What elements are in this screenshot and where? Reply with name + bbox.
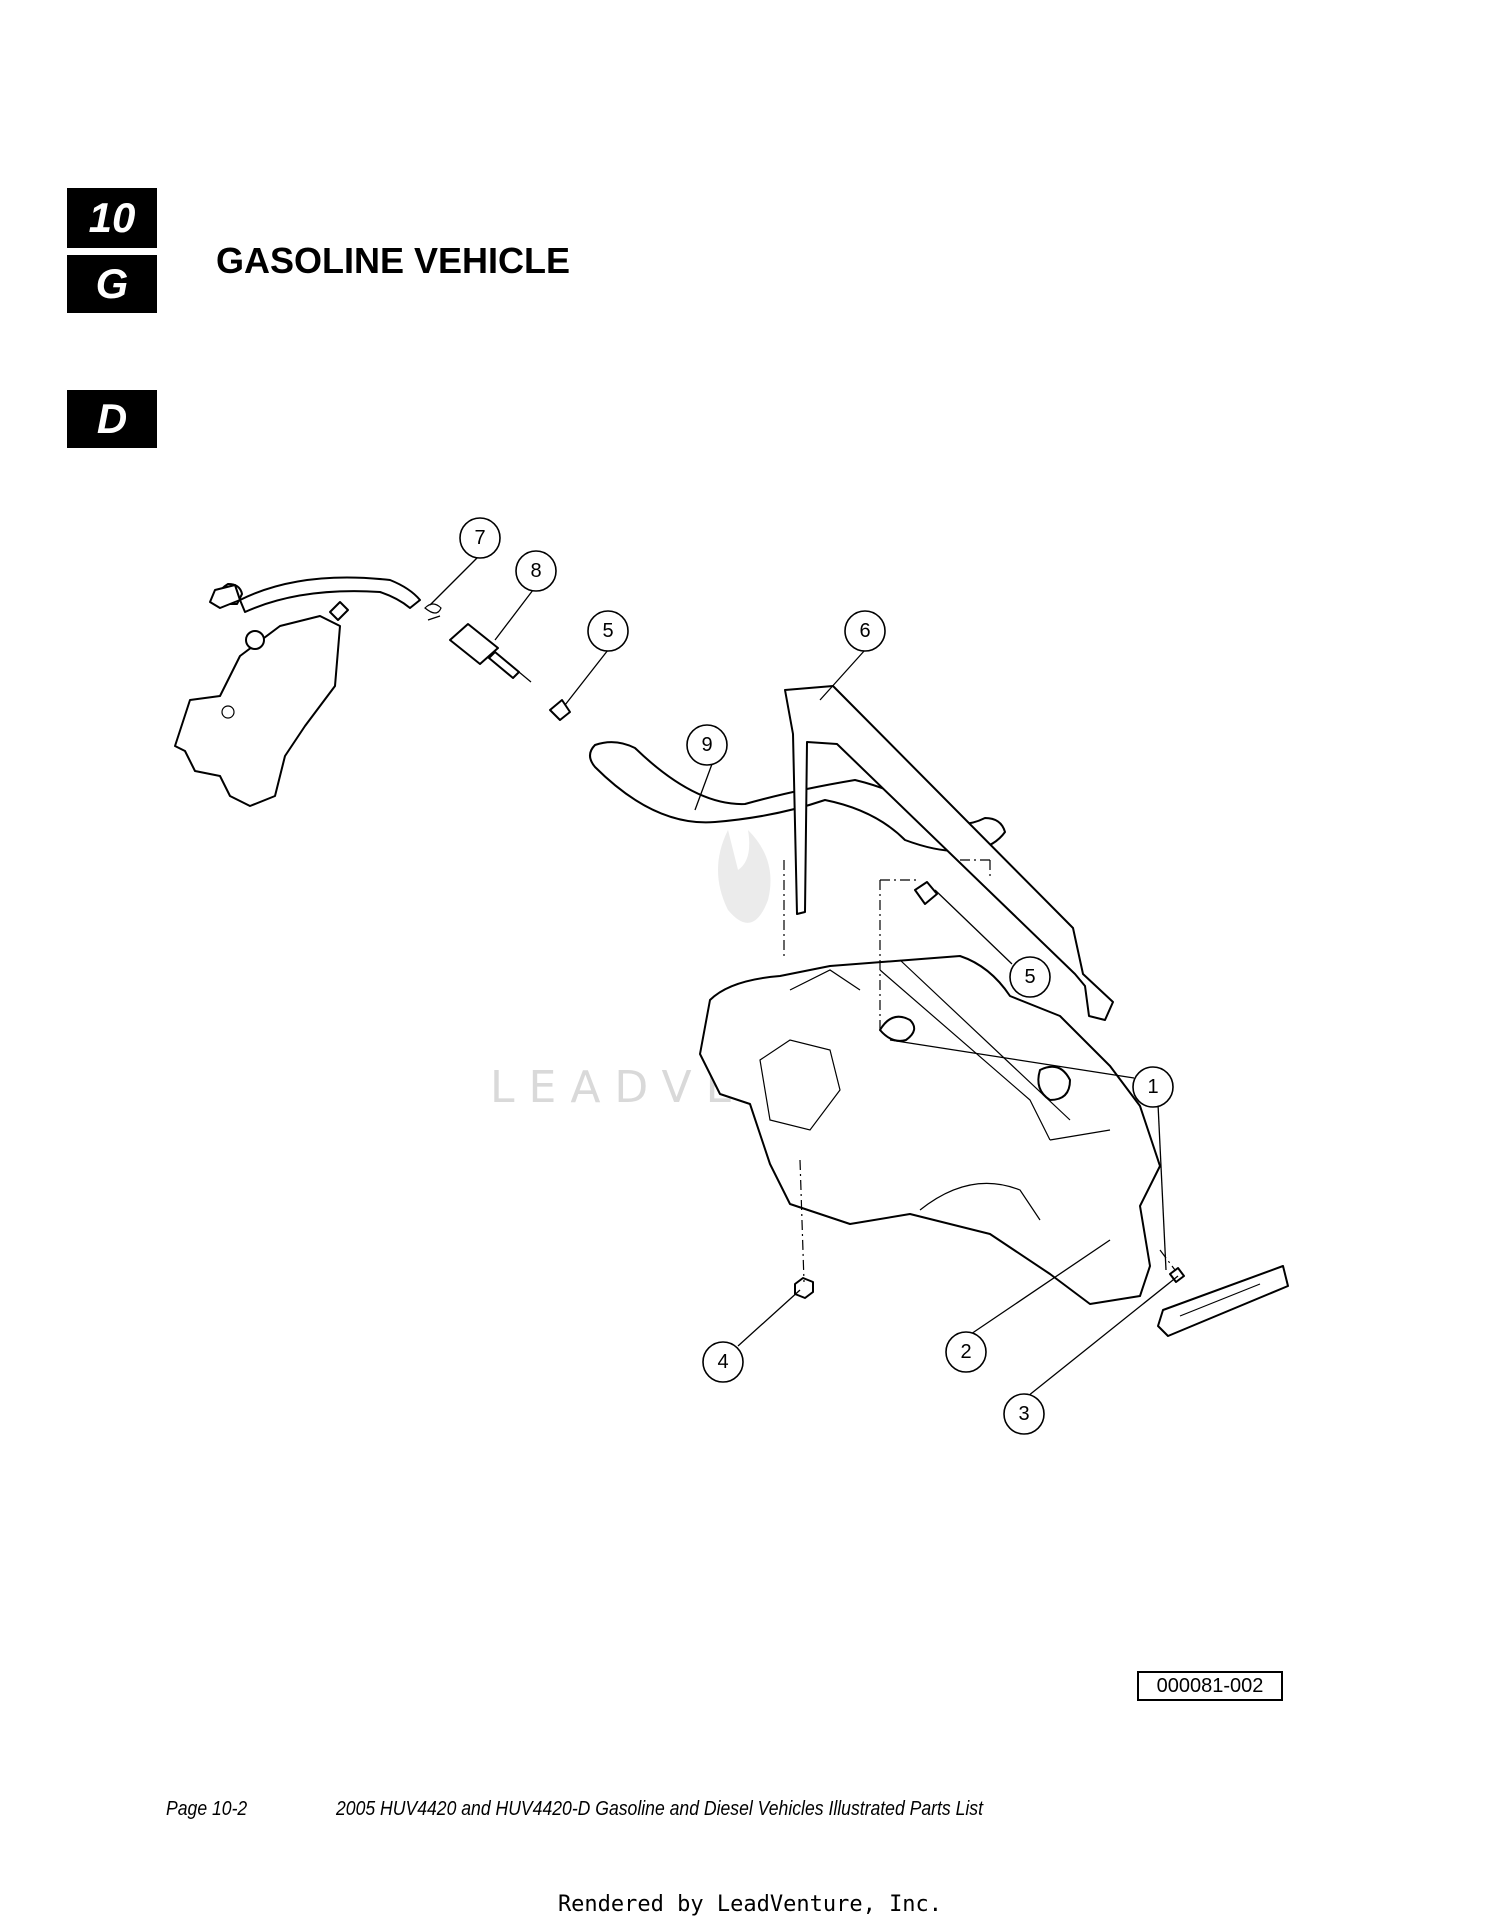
svg-text:7: 7 [474, 527, 485, 549]
svg-text:9: 9 [701, 734, 712, 756]
callout-8: 8 [515, 550, 557, 592]
page-number: Page 10-2 [166, 1798, 248, 1820]
callout-3: 3 [1003, 1393, 1045, 1435]
callout-5-upper: 5 [587, 610, 629, 652]
chapter-tab: 10 [67, 188, 157, 248]
svg-text:6: 6 [859, 620, 870, 642]
page-footer: Page 10-2 2005 HUV4420 and HUV4420-D Gas… [0, 1798, 1500, 1828]
fuel-tank [699, 955, 1161, 1305]
svg-text:5: 5 [602, 620, 613, 642]
fuel-system-diagram: LEADVENTURE [174, 517, 1289, 1435]
svg-text:5: 5 [1024, 966, 1035, 988]
callout-4: 4 [702, 1341, 744, 1383]
svg-text:3: 3 [1018, 1403, 1029, 1425]
section-title: GASOLINE VEHICLE [216, 240, 571, 281]
svg-text:2: 2 [960, 1341, 971, 1363]
diesel-tab: D [67, 390, 157, 448]
fuel-hose-engine [209, 576, 421, 613]
gasoline-tab: G [67, 255, 157, 313]
hose-clamp-5-lower [914, 881, 938, 905]
callout-7: 7 [459, 517, 501, 559]
callout-9: 9 [686, 724, 728, 766]
rendered-by-credit: Rendered by LeadVenture, Inc. [557, 1892, 943, 1917]
tank-support-bracket [1157, 1265, 1289, 1337]
manual-title: 2005 HUV4420 and HUV4420-D Gasoline and … [336, 1798, 983, 1820]
drawing-code: 000081-002 [1137, 1671, 1283, 1701]
fuel-filter [449, 623, 532, 683]
hose-clamp-7 [424, 603, 442, 621]
tank-strap [784, 685, 1114, 1021]
svg-text:1: 1 [1147, 1076, 1158, 1098]
callout-2: 2 [945, 1331, 987, 1373]
callout-1: 1 [1132, 1066, 1174, 1108]
svg-text:8: 8 [530, 560, 541, 582]
callout-5-lower: 5 [1009, 956, 1051, 998]
svg-text:4: 4 [717, 1351, 728, 1373]
engine-bracket [174, 583, 349, 807]
callout-6: 6 [844, 610, 886, 652]
